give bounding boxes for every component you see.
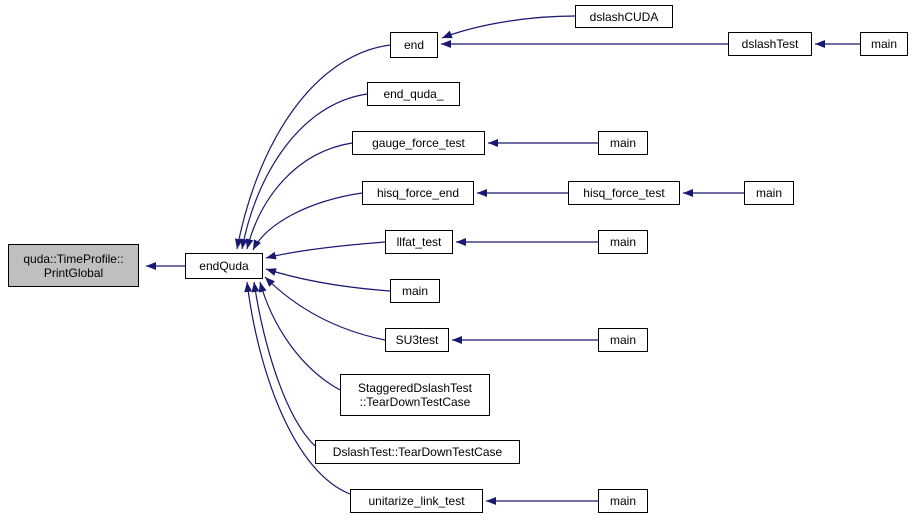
node-main-direct[interactable]: main bbox=[390, 279, 440, 303]
node-endquda[interactable]: endQuda bbox=[185, 253, 263, 279]
node-main-gauge-label: main bbox=[609, 136, 636, 150]
edge-staggered-endquda bbox=[258, 281, 341, 391]
node-printglobal-line1: quda::TimeProfile:: bbox=[23, 251, 124, 266]
node-main-su3-label: main bbox=[609, 333, 636, 347]
node-endquda-label: endQuda bbox=[199, 259, 249, 273]
node-gaugeforcetest-label: gauge_force_test bbox=[372, 136, 465, 150]
edge-endqudafn-endquda bbox=[239, 93, 368, 250]
node-llfattest[interactable]: llfat_test bbox=[385, 230, 453, 254]
node-dslashcuda[interactable]: dslashCUDA bbox=[575, 5, 673, 28]
node-end-label: end bbox=[403, 38, 425, 52]
edge-maindirect-endquda bbox=[265, 268, 391, 292]
node-dslashtest-label: dslashTest bbox=[741, 37, 799, 51]
node-main-dslash-label: main bbox=[870, 37, 897, 51]
node-hisqforcetest-label: hisq_force_test bbox=[583, 186, 665, 200]
node-endquda-fn[interactable]: end_quda_ bbox=[367, 82, 460, 106]
edge-llfattest-endquda bbox=[265, 241, 386, 260]
node-main-gauge[interactable]: main bbox=[598, 131, 648, 155]
node-main-dslash[interactable]: main bbox=[860, 32, 908, 56]
node-dslashtest[interactable]: dslashTest bbox=[728, 32, 812, 56]
node-main-llfat[interactable]: main bbox=[598, 230, 648, 254]
edge-gaugeforcetest-endquda bbox=[245, 142, 353, 250]
node-main-unitarize-label: main bbox=[609, 494, 636, 508]
node-gaugeforcetest[interactable]: gauge_force_test bbox=[352, 131, 485, 155]
node-staggered-teardown-line1: StaggeredDslashTest bbox=[357, 381, 473, 395]
edge-dslashteardown-endquda bbox=[251, 281, 316, 447]
node-endquda-fn-label: end_quda_ bbox=[383, 87, 444, 101]
node-unitarize-label: unitarize_link_test bbox=[368, 494, 465, 508]
node-su3test[interactable]: SU3test bbox=[385, 328, 449, 352]
node-staggered-teardown[interactable]: StaggeredDslashTest ::TearDownTestCase bbox=[340, 374, 490, 416]
edge-end-endquda bbox=[234, 44, 391, 250]
node-printglobal-line2: PrintGlobal bbox=[43, 265, 104, 280]
node-main-llfat-label: main bbox=[609, 235, 636, 249]
edge-hisqforceend-endquda bbox=[252, 192, 363, 251]
node-llfattest-label: llfat_test bbox=[396, 235, 442, 249]
edge-su3test-endquda bbox=[264, 276, 386, 341]
node-main-unitarize[interactable]: main bbox=[598, 489, 648, 513]
node-su3test-label: SU3test bbox=[395, 333, 439, 347]
node-main-direct-label: main bbox=[401, 284, 428, 298]
node-unitarize[interactable]: unitarize_link_test bbox=[350, 489, 483, 513]
node-dslashcuda-label: dslashCUDA bbox=[589, 9, 659, 24]
edge-dslashcuda-end bbox=[441, 15, 576, 39]
node-end[interactable]: end bbox=[390, 32, 438, 58]
edge-unitarize-endquda bbox=[244, 281, 351, 495]
node-main-su3[interactable]: main bbox=[598, 328, 648, 352]
node-main-hisq-label: main bbox=[755, 186, 782, 200]
node-dslash-teardown[interactable]: DslashTest::TearDownTestCase bbox=[315, 440, 520, 464]
node-staggered-teardown-line2: ::TearDownTestCase bbox=[359, 395, 471, 409]
node-printglobal: quda::TimeProfile:: PrintGlobal bbox=[8, 244, 139, 287]
node-hisqforcetest[interactable]: hisq_force_test bbox=[568, 181, 680, 205]
node-hisqforceend-label: hisq_force_end bbox=[376, 186, 460, 200]
node-hisqforceend[interactable]: hisq_force_end bbox=[362, 181, 474, 205]
node-dslash-teardown-label: DslashTest::TearDownTestCase bbox=[332, 445, 503, 459]
node-main-hisq[interactable]: main bbox=[744, 181, 794, 205]
